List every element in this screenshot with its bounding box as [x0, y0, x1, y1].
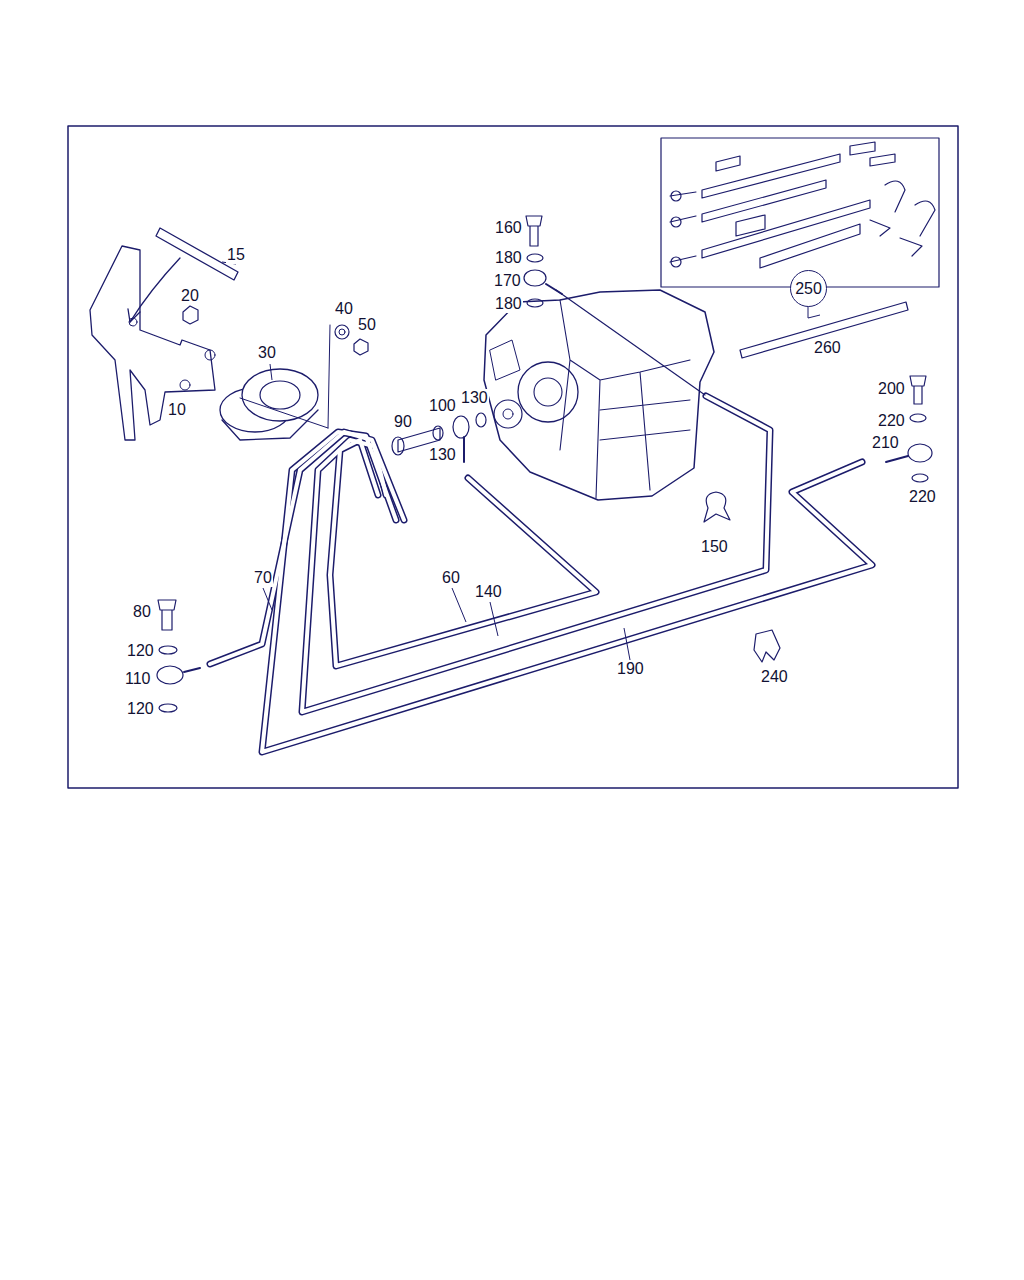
- callout-number: 90: [393, 413, 413, 431]
- callout-number: 200: [877, 380, 906, 398]
- callout-number: 250: [795, 280, 822, 298]
- callout-number: 80: [132, 603, 152, 621]
- callout-number: 15: [226, 246, 246, 264]
- callout-number: 180: [494, 249, 523, 267]
- callout-number: 40: [334, 300, 354, 318]
- callout-number: 170: [493, 272, 522, 290]
- inset-box: [661, 138, 939, 287]
- callout-number: 180: [494, 295, 523, 313]
- callout-number: 60: [441, 569, 461, 587]
- frame: [68, 126, 958, 788]
- callout-number: 110: [124, 670, 152, 688]
- callout-number: 160: [494, 219, 523, 237]
- circled-callout: 250: [790, 270, 827, 307]
- callout-number: 20: [180, 287, 200, 305]
- callout-number: 220: [908, 488, 937, 506]
- callout-number: 130: [428, 446, 457, 464]
- callout-number: 100: [428, 397, 457, 415]
- callout-number: 10: [167, 401, 187, 419]
- callout-number: 140: [474, 583, 503, 601]
- callout-number: 50: [357, 316, 377, 334]
- callout-number: 150: [700, 538, 729, 556]
- callout-number: 130: [460, 389, 489, 407]
- callout-number: 30: [257, 344, 277, 362]
- callout-number: 70: [253, 569, 273, 587]
- callout-number: 260: [813, 339, 842, 357]
- callout-number: 220: [877, 412, 906, 430]
- callout-number: 190: [616, 660, 645, 678]
- callout-number: 240: [760, 668, 789, 686]
- callout-number: 120: [126, 700, 155, 718]
- callout-number: 120: [126, 642, 155, 660]
- callout-number: 210: [871, 434, 900, 452]
